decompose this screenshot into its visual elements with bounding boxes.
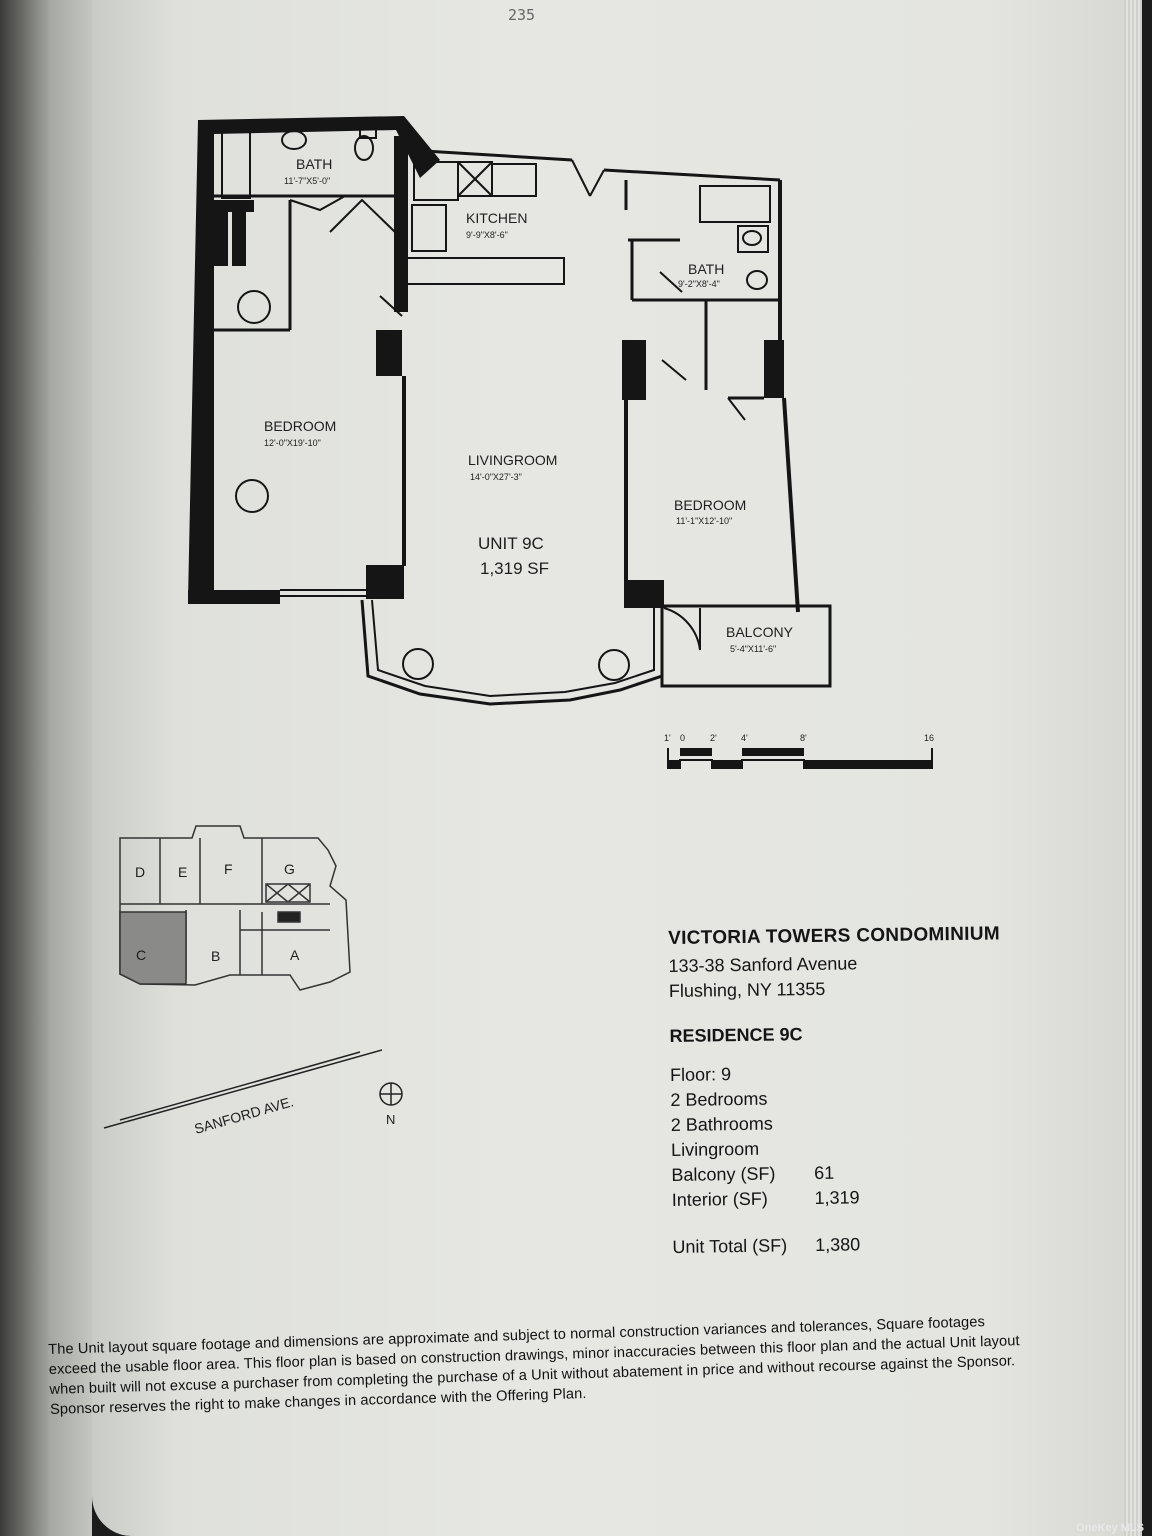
- spec-row: Interior (SF) 1,319: [672, 1185, 860, 1213]
- spec-label: Balcony (SF): [671, 1163, 776, 1185]
- spec-label: 2 Bathrooms: [670, 1113, 773, 1135]
- building-name: VICTORIA TOWERS CONDOMINIUM: [668, 923, 1001, 949]
- interior-walls: [210, 127, 832, 706]
- mls-watermark: OneKey MLS: [1076, 1522, 1144, 1534]
- room-labels: BATH 11'-7"X5'-0" KITCHEN 9'-9"X8'-6" BA…: [264, 156, 794, 654]
- scale-bar: 1' 0 2' 4' 8' 16: [664, 733, 934, 769]
- bedroom2-dims: 11'-1"X12'-10": [676, 516, 732, 526]
- total-row: Unit Total (SF) 1,380: [672, 1210, 860, 1260]
- unit-label: UNIT 9C: [478, 534, 544, 553]
- keyplan-unit-a: A: [290, 947, 300, 963]
- total-value: 1,380: [815, 1234, 861, 1255]
- street-label: SANFORD AVE.: [192, 1093, 295, 1137]
- key-plan-units: D E F G C B A: [135, 861, 300, 964]
- bedroom1-dims: 12'-0"X19'-10": [264, 438, 321, 448]
- scale-label-8ft: 8': [800, 733, 807, 743]
- scale-label-16ft: 16: [924, 733, 934, 743]
- scale-label-0: 0: [680, 733, 685, 743]
- spec-value: [785, 1085, 858, 1111]
- page-number: 235: [508, 6, 536, 24]
- kitchen-label: KITCHEN: [466, 210, 527, 226]
- bedroom1-label: BEDROOM: [264, 418, 336, 434]
- keyplan-unit-f: F: [224, 861, 233, 877]
- livingroom-dims: 14'-0"X27'-3": [470, 472, 522, 482]
- residence-title: RESIDENCE 9C: [669, 1024, 803, 1046]
- scale-label-1ft: 1': [664, 733, 671, 743]
- spec-value: 1,319: [814, 1187, 860, 1208]
- page-stack-edge: [1124, 0, 1142, 1536]
- bath2-dims: 9'-2"X8'-4": [678, 279, 720, 289]
- spec-label: Interior (SF): [671, 1188, 768, 1210]
- spec-row: Floor: 9: [670, 1060, 858, 1088]
- keyplan-unit-g: G: [284, 861, 295, 877]
- unit-area: 1,319 SF: [480, 559, 549, 578]
- north-arrow-icon: [379, 1082, 403, 1106]
- spec-value: [786, 1135, 859, 1161]
- spec-label: Livingroom: [670, 1138, 760, 1160]
- balcony-dims: 5'-4"X11'-6": [730, 644, 776, 654]
- adjacent-page-edge: [0, 0, 92, 1536]
- unit-info: VICTORIA TOWERS CONDOMINIUM 133-38 Sanfo…: [668, 923, 1004, 1260]
- spec-value: 61: [813, 1162, 835, 1183]
- bath2-label: BATH: [688, 261, 724, 277]
- kitchen-dims: 9'-9"X8'-6": [466, 230, 508, 240]
- scale-label-2ft: 2': [710, 733, 717, 743]
- livingroom-label: LIVINGROOM: [468, 452, 557, 468]
- keyplan-unit-b: B: [211, 948, 220, 964]
- spec-label: Floor: 9: [669, 1064, 732, 1085]
- key-plan: [119, 825, 351, 991]
- bath1-dims: 11'-7"X5'-0": [284, 176, 330, 186]
- street: [103, 1049, 383, 1129]
- total-label: Unit Total (SF): [672, 1235, 788, 1257]
- address-line2: Flushing, NY 11355: [668, 978, 826, 1001]
- balcony-label: BALCONY: [726, 624, 794, 640]
- spec-row: Livingroom: [671, 1135, 859, 1163]
- bedroom2-label: BEDROOM: [674, 497, 746, 513]
- spec-row: Balcony (SF) 61: [671, 1160, 859, 1188]
- spec-label: 2 Bedrooms: [670, 1088, 768, 1110]
- spec-value: [785, 1060, 858, 1086]
- spec-row: 2 Bedrooms: [670, 1085, 858, 1113]
- scale-label-4ft: 4': [741, 733, 748, 743]
- keyplan-unit-e: E: [178, 864, 187, 880]
- spec-value: [785, 1110, 858, 1136]
- keyplan-unit-d: D: [135, 864, 145, 880]
- bath1-label: BATH: [296, 156, 332, 172]
- unit-specs-table: Floor: 9 2 Bedrooms 2 Bathrooms Livingro…: [670, 1060, 860, 1260]
- keyplan-unit-c: C: [136, 947, 146, 963]
- book-page: [92, 0, 1142, 1536]
- spec-row: 2 Bathrooms: [671, 1110, 859, 1138]
- north-label: N: [386, 1112, 395, 1127]
